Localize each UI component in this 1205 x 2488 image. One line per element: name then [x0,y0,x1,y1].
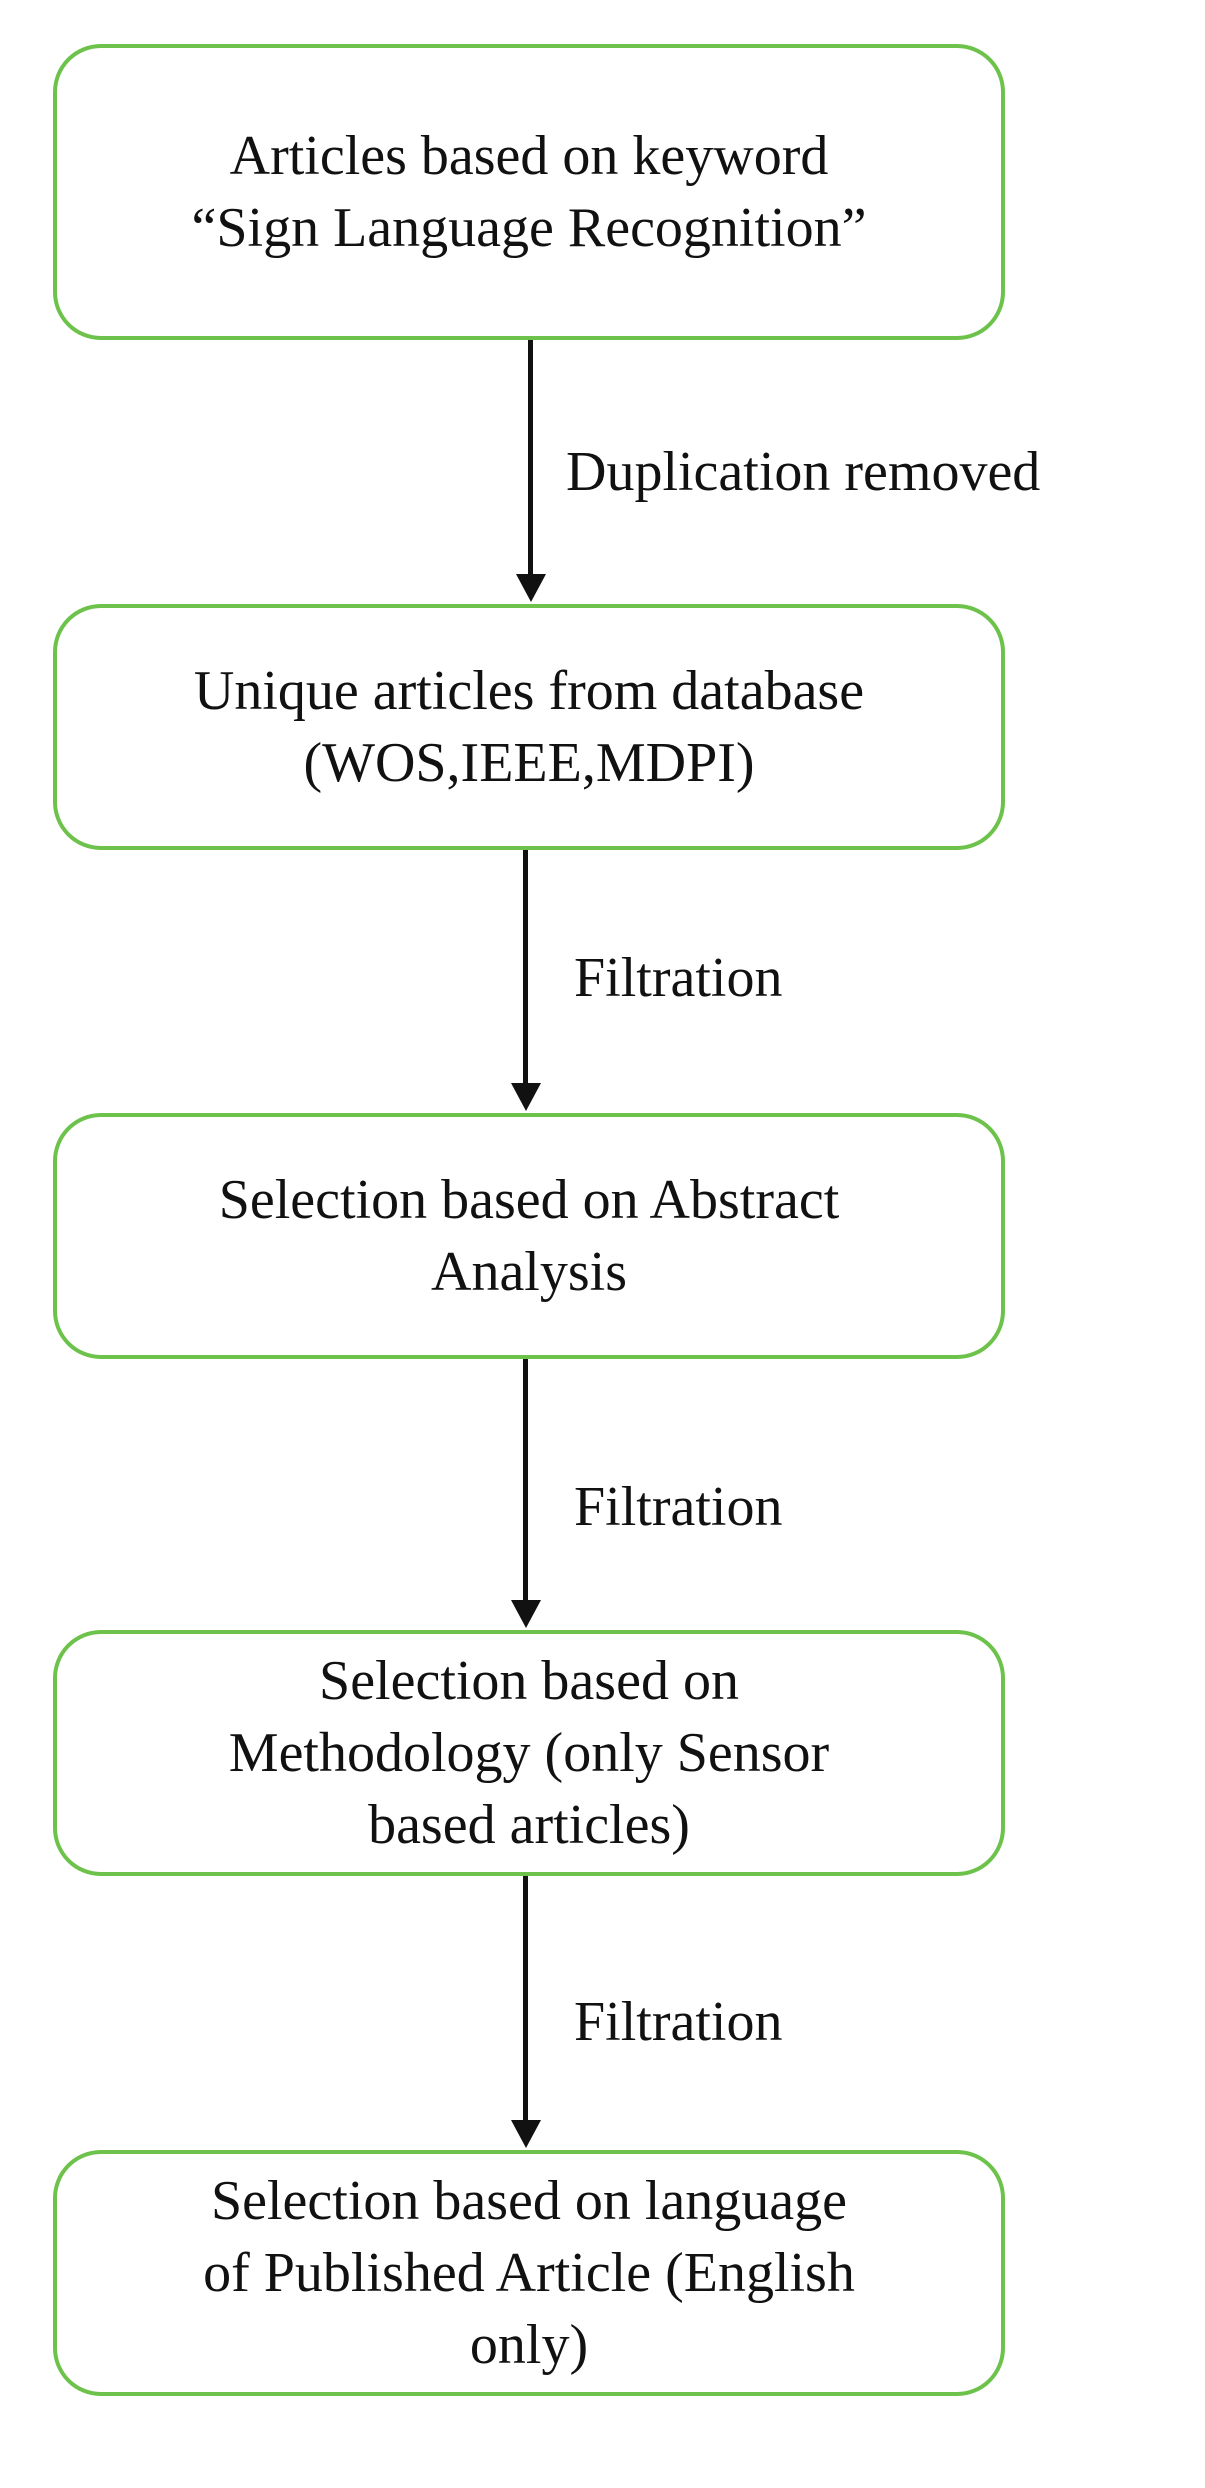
flow-arrow-1 [528,340,533,576]
flow-arrow-label-1: Duplication removed [566,441,1041,503]
flow-arrow-4 [523,1876,528,2122]
flow-step-unique-articles: Unique articles from database (WOS,IEEE,… [53,604,1005,850]
flow-step-abstract-analysis: Selection based on Abstract Analysis [53,1113,1005,1359]
flow-step-text: only) [469,2314,589,2376]
arrow-down-icon [516,574,546,602]
flow-step-text: “Sign Language Recognition” [191,197,867,259]
flow-step-text: of Published Article (English [203,2242,855,2304]
flow-step-text: Analysis [431,1241,627,1303]
flow-arrow-2 [523,850,528,1085]
flow-step-text: Articles based on keyword [229,125,829,187]
flow-step-text: Selection based on Abstract [218,1169,840,1231]
flow-step-text: Methodology (only Sensor [228,1722,830,1784]
flow-step-language: Selection based on language of Published… [53,2150,1005,2396]
flow-step-text: Selection based on [319,1650,739,1712]
flow-step-text: based articles) [368,1794,690,1856]
flow-step-methodology: Selection based on Methodology (only Sen… [53,1630,1005,1876]
flow-step-text: Unique articles from database [193,660,865,722]
flow-step-text: Selection based on language [210,2170,847,2232]
flow-arrow-label-4: Filtration [574,1991,783,2053]
flow-step-text: (WOS,IEEE,MDPI) [303,732,755,794]
flow-step-keyword-search: Articles based on keyword “Sign Language… [53,44,1005,340]
arrow-down-icon [511,1083,541,1111]
flow-arrow-3 [523,1359,528,1602]
arrow-down-icon [511,2120,541,2148]
flow-arrow-label-3: Filtration [574,1476,783,1538]
arrow-down-icon [511,1600,541,1628]
flow-arrow-label-2: Filtration [574,947,783,1009]
